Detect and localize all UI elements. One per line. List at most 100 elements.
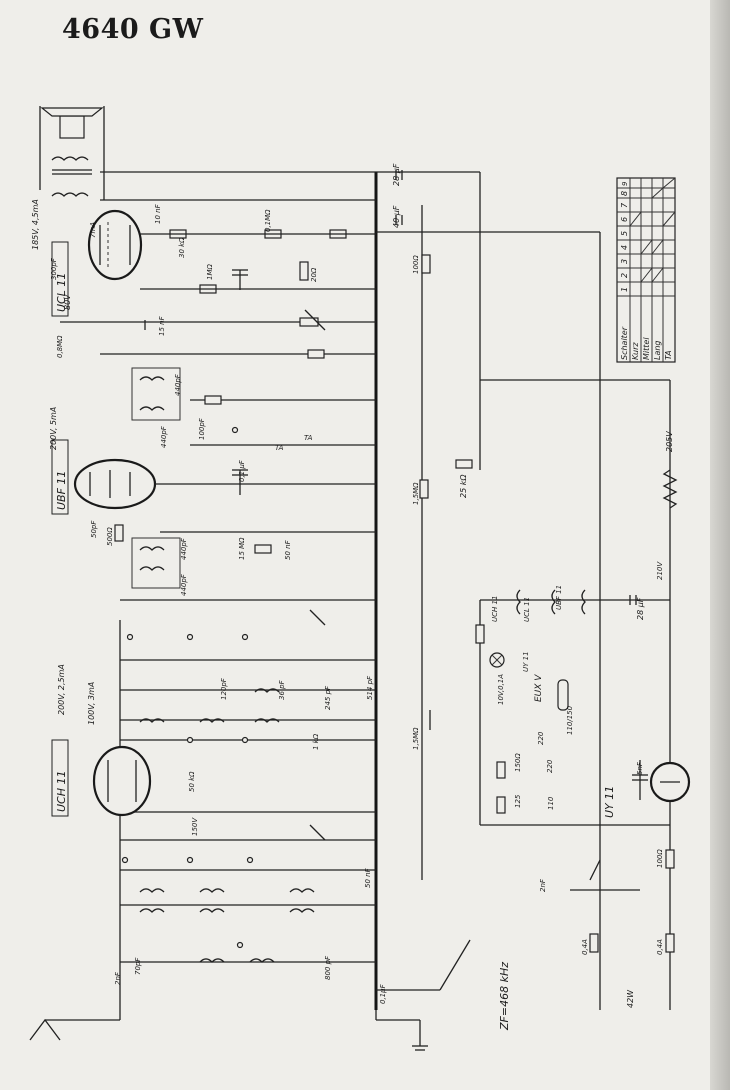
switch-table-header-6: 6 bbox=[620, 217, 629, 222]
label-200v-25ma: 200V, 2,5mA bbox=[57, 664, 66, 715]
ubf11-label: UBF 11 bbox=[55, 471, 68, 510]
switch-table-header-schalter: Schalter bbox=[620, 326, 629, 360]
label-150v: 150V bbox=[191, 817, 199, 836]
switch-table-header-4: 4 bbox=[620, 245, 629, 250]
rf-coils bbox=[119, 599, 376, 1000]
label-ucl11-heater: UCL 11 bbox=[523, 597, 531, 622]
label-uch11-heater: UCH 11 bbox=[491, 596, 499, 622]
switch-table-row-ta: TA bbox=[664, 350, 673, 360]
label-205v: 205V bbox=[665, 431, 674, 452]
switch-table-header-2: 2 bbox=[620, 273, 629, 278]
label-fuse-2: 0,4A bbox=[656, 939, 664, 955]
label-r1m: 1MΩ bbox=[206, 264, 214, 280]
switch-table-row-lang: Lang bbox=[653, 340, 662, 360]
uy11-label: UY 11 bbox=[603, 786, 616, 818]
speaker-icon bbox=[39, 106, 105, 200]
label-ubf11-heater: UBF 11 bbox=[555, 585, 563, 610]
page-edge-shadow bbox=[710, 0, 730, 1090]
label-c2nf-zf: 2nF bbox=[539, 878, 547, 892]
band-switches bbox=[121, 426, 254, 949]
ucl11-label: UCL 11 bbox=[55, 273, 68, 312]
label-c50nf2: 50 nF bbox=[364, 867, 372, 888]
label-r15mb: 15 MΩ bbox=[238, 537, 246, 560]
label-r08m: 0,8MΩ bbox=[56, 335, 64, 358]
label-ta: TA bbox=[275, 444, 284, 452]
label-c36pf: 36 pF bbox=[278, 679, 286, 700]
label-200v-5ma: 200V, 5mA bbox=[49, 407, 58, 450]
label-c514pf: 514 pF bbox=[366, 675, 374, 700]
label-mains-110-150: 110/150 bbox=[566, 705, 574, 735]
label-c28a: 28 µF bbox=[392, 163, 401, 186]
label-r30k: 30 kΩ bbox=[178, 237, 186, 258]
label-r01m: 0,1MΩ bbox=[264, 209, 272, 232]
label-c300pf: 300pF bbox=[50, 257, 58, 280]
tuning-capacitors bbox=[304, 309, 326, 841]
label-100v-3ma: 100V, 3mA bbox=[87, 682, 96, 725]
label-mains-220a: 220 bbox=[537, 731, 545, 745]
label-c40: 40 µF bbox=[392, 205, 401, 228]
label-r100: 100Ω bbox=[412, 255, 420, 274]
label-c28b: 28 µF bbox=[636, 597, 645, 620]
label-r125: 125 bbox=[514, 794, 522, 808]
switch-table-header-3: 3 bbox=[620, 259, 629, 264]
switch-table-header-7: 7 bbox=[620, 202, 629, 208]
label-r15m: 1,5MΩ bbox=[412, 482, 420, 505]
psu-section bbox=[429, 379, 678, 1010]
uch11-label: UCH 11 bbox=[55, 771, 68, 813]
label-mains-110: 110 bbox=[547, 796, 555, 810]
label-r1k: 1 kΩ bbox=[312, 733, 320, 750]
label-c100pf: 100pF bbox=[198, 417, 206, 440]
label-c5nf: 5nF bbox=[636, 761, 644, 775]
label-r50k: 50 kΩ bbox=[188, 771, 196, 792]
label-uy11-heater: UY 11 bbox=[522, 651, 530, 672]
label-c245pf: 245 pF bbox=[324, 685, 332, 710]
label-r25k: 25 kΩ bbox=[459, 474, 468, 498]
label-7ma: 7mA bbox=[89, 222, 97, 238]
label-c440c: 440pF bbox=[180, 537, 188, 560]
label-42w: 42W bbox=[626, 989, 635, 1008]
label-fuse-1: 0,4A bbox=[581, 939, 589, 955]
label-zf: ZF=468 kHz bbox=[498, 962, 511, 1031]
label-c440a: 440pF bbox=[174, 373, 182, 396]
label-c15nf: 15 nF bbox=[158, 315, 166, 336]
label-r500: 500Ω bbox=[106, 527, 114, 546]
label-ta-2: TA bbox=[304, 434, 313, 442]
label-210v: 210V bbox=[656, 561, 664, 580]
filter-capacitors bbox=[395, 170, 637, 605]
label-c50pf: 50pF bbox=[90, 520, 98, 538]
label-r20: 20Ω bbox=[310, 267, 318, 282]
eux-label: EUX V bbox=[534, 674, 544, 702]
label-r150: 150Ω bbox=[514, 753, 522, 772]
switch-table-header-1: 1 bbox=[620, 287, 629, 292]
switch-table: Schalter 1 2 3 4 5 6 7 8 9 10 Kurz Mitte… bbox=[616, 177, 676, 363]
label-r15m2: 1,5MΩ bbox=[412, 727, 420, 750]
label-80v: 80V bbox=[63, 294, 72, 310]
ucl-network bbox=[60, 229, 431, 359]
ucl11-tube-icon bbox=[87, 209, 143, 281]
ground-icon bbox=[375, 1010, 428, 1051]
label-mains-220b: 220 bbox=[546, 759, 554, 773]
schematic-title: 4640 GW bbox=[62, 14, 204, 45]
label-c50nf: 50 nF bbox=[284, 539, 292, 560]
switch-table-row-mittel: Mittel bbox=[642, 337, 651, 360]
label-c440b: 440pF bbox=[160, 425, 168, 448]
label-c800pf: 800 pF bbox=[324, 955, 332, 980]
label-c2nf: 2nF bbox=[114, 971, 122, 985]
switch-table-row-kurz: Kurz bbox=[631, 342, 640, 360]
antenna-icon bbox=[29, 1000, 121, 1041]
label-c01a: 0,1 µF bbox=[238, 459, 246, 482]
label-c120pf: 120pF bbox=[220, 677, 228, 700]
switch-table-header-9: 9 bbox=[621, 181, 629, 186]
uch11-tube-icon bbox=[92, 745, 152, 817]
label-185v: 185V, 4,5mA bbox=[31, 199, 40, 250]
label-r100b: 100Ω bbox=[656, 849, 664, 868]
if-transformer-2-icon bbox=[131, 537, 181, 589]
switch-table-header-5: 5 bbox=[620, 231, 629, 236]
ubf11-tube-icon bbox=[73, 458, 157, 510]
if-transformer-1-icon bbox=[131, 367, 181, 421]
detector-network bbox=[114, 395, 473, 554]
label-c10nf: 10 nF bbox=[154, 203, 162, 224]
uy11-tube-icon bbox=[649, 761, 691, 803]
